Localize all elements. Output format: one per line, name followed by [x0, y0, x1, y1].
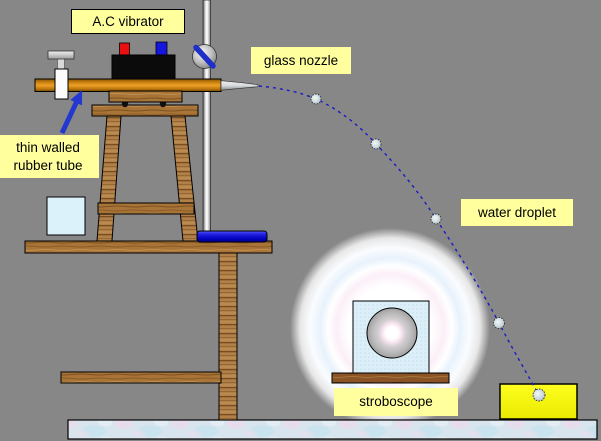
stroboscope-label: stroboscope [334, 388, 458, 416]
stool-right-leg [170, 115, 199, 242]
glass-nozzle-tip [220, 80, 259, 91]
floor [67, 419, 598, 440]
water-droplets [310, 93, 546, 402]
pinch-clamp-cap [47, 50, 75, 60]
stool [91, 104, 199, 242]
pointer-arrow [59, 90, 83, 135]
glass-nozzle-label: glass nozzle [251, 47, 351, 74]
table [24, 240, 273, 421]
ac-vibrator-label: A.C vibrator [71, 9, 185, 34]
vibrator-body [111, 54, 176, 80]
table-top [24, 240, 273, 254]
water-droplet-label: water droplet [461, 199, 573, 226]
water-droplet-dot [430, 213, 442, 225]
pinch-clamp-stem [57, 57, 65, 71]
retort-stand [192, 0, 268, 243]
table-leg [218, 252, 238, 421]
water-droplet-dot [310, 93, 322, 105]
water-droplet-dot [493, 317, 505, 329]
stroboscope-unit [331, 300, 450, 384]
stand-base [196, 230, 268, 243]
stroboscope-lamp [366, 307, 418, 359]
table-shelf [60, 371, 222, 384]
beaker [46, 196, 86, 236]
pinch-clamp [47, 50, 75, 100]
terminal-red [119, 42, 130, 56]
clamp-knob-wing [193, 44, 216, 69]
stroboscope-base [331, 372, 450, 384]
stool-rung [97, 202, 195, 215]
pinch-clamp-block [54, 68, 69, 100]
stool-left-leg [96, 115, 122, 242]
ac-vibrator-unit [108, 41, 183, 108]
water-droplet-dot [532, 388, 546, 402]
terminal-blue [155, 41, 168, 56]
water-droplet-dot [370, 138, 382, 150]
stand-rod [202, 0, 211, 233]
cart-platform [108, 90, 183, 103]
stool-seat [91, 104, 199, 117]
rubber-tube-label: thin walled rubber tube [0, 135, 99, 178]
